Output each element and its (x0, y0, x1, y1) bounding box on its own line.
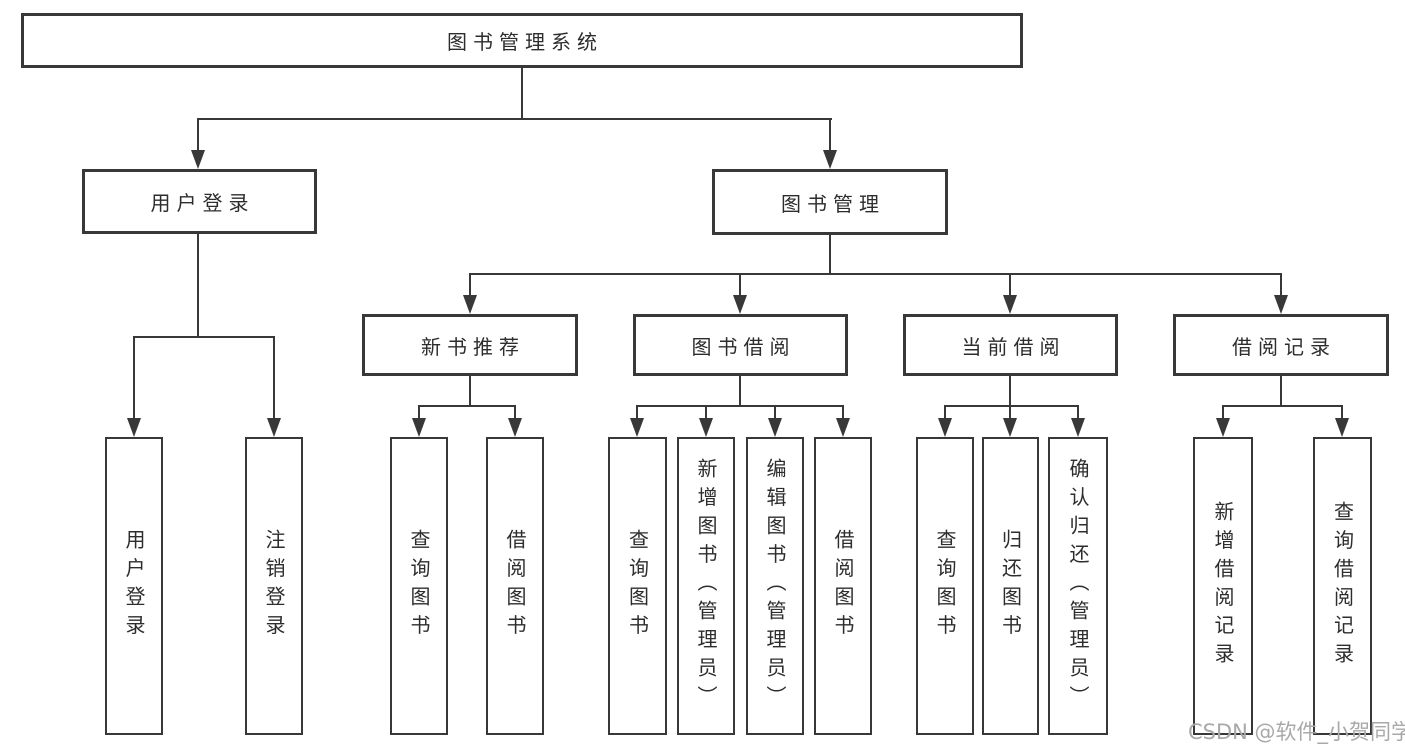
node-book-borrowing: 图书借阅 (633, 314, 848, 376)
leaf-logout: 注销登录 (245, 437, 303, 735)
leaf-label: 编辑图书（管理员） (763, 458, 787, 714)
leaf-label: 归还图书 (998, 529, 1023, 643)
connector-l3-stub-current (1009, 273, 1011, 296)
arrowhead-leaf (938, 418, 952, 437)
arrowhead-leaf (630, 418, 644, 437)
arrowhead-user-login (191, 150, 205, 169)
leaf-label: 新增图书（管理员） (694, 458, 718, 714)
leaf-label: 查询图书 (407, 529, 431, 643)
connector-l1-split (197, 118, 832, 120)
arrowhead-leaf (1071, 418, 1085, 437)
leaf-borrow-books: 借阅图书 (814, 437, 872, 735)
node-label: 图书管理 (781, 191, 885, 216)
connector-current-split (944, 405, 1079, 407)
arrowhead-logout-leaf (267, 418, 281, 437)
connector-leaf-stub (944, 405, 946, 419)
arrowhead-book-borrowing (733, 295, 747, 314)
arrowhead-leaf (768, 418, 782, 437)
connector-l1-right-stub (829, 118, 831, 151)
leaf-edit-books-admin: 编辑图书（管理员） (746, 437, 804, 735)
connector-l3-split (469, 273, 1282, 275)
arrowhead-new-book-recommendation (463, 295, 477, 314)
connector-leaf-stub (842, 405, 844, 419)
leaf-query-books-borrowing: 查询图书 (608, 437, 667, 735)
arrowhead-leaf (508, 418, 522, 437)
node-new-book-recommendation: 新书推荐 (362, 314, 578, 376)
connector-leaf-stub (774, 405, 776, 419)
leaf-label: 查询借阅记录 (1330, 500, 1355, 672)
node-label: 借阅记录 (1232, 334, 1336, 359)
connector-l3-stub-borrowing (739, 273, 741, 296)
leaf-add-books-admin: 新增图书（管理员） (677, 437, 735, 735)
arrowhead-leaf (836, 418, 850, 437)
connector-root-trunk (521, 68, 523, 118)
connector-login-trunk (197, 234, 199, 336)
node-label: 新书推荐 (421, 334, 525, 359)
connector-login-c2-stub (273, 336, 275, 419)
connector-leaf-stub (1077, 405, 1079, 419)
connector-mgmt-trunk (829, 235, 831, 273)
leaf-label: 用户登录 (122, 529, 146, 643)
leaf-add-borrow-record: 新增借阅记录 (1193, 437, 1253, 735)
arrowhead-leaf (412, 418, 426, 437)
leaf-query-borrow-record: 查询借阅记录 (1313, 437, 1372, 735)
connector-leaf-stub (1222, 405, 1224, 419)
arrowhead-leaf (1216, 418, 1230, 437)
leaf-label: 注销登录 (262, 529, 286, 643)
connector-borrowing-split (636, 405, 844, 407)
connector-leaf-stub (1009, 405, 1011, 419)
node-label: 图书借阅 (691, 334, 796, 359)
connector-leaf-stub (636, 405, 638, 419)
node-user-login: 用户登录 (82, 169, 317, 234)
arrowhead-leaf (1003, 418, 1017, 437)
leaf-query-books-recommend: 查询图书 (390, 437, 448, 735)
leaf-user-login: 用户登录 (105, 437, 163, 735)
connector-login-c1-stub (133, 336, 135, 419)
connector-leaf-stub (514, 405, 516, 419)
connector-current-trunk (1009, 376, 1011, 405)
connector-leaf-stub (418, 405, 420, 419)
leaf-label: 查询图书 (625, 529, 650, 643)
leaf-confirm-return-admin: 确认归还（管理员） (1048, 437, 1108, 735)
connector-records-split (1222, 405, 1343, 407)
node-book-management: 图书管理 (712, 169, 948, 235)
node-label: 用户登录 (150, 191, 255, 215)
connector-leaf-stub (1341, 405, 1343, 419)
arrowhead-leaf (1335, 418, 1349, 437)
watermark: CSDN @软件_小贺同学 (1188, 720, 1405, 744)
connector-recommend-trunk (469, 376, 471, 405)
connector-leaf-stub (705, 405, 707, 419)
leaf-return-books: 归还图书 (982, 437, 1039, 735)
arrowhead-current-borrowing (1003, 295, 1017, 314)
connector-l3-stub-recommend (469, 273, 471, 296)
leaf-label: 借阅图书 (831, 529, 855, 643)
arrowhead-borrowing-records (1274, 295, 1288, 314)
connector-l1-left-stub (197, 118, 199, 151)
node-label: 图书管理系统 (447, 30, 603, 54)
arrowhead-book-management (823, 150, 837, 169)
node-borrowing-records: 借阅记录 (1173, 314, 1389, 376)
leaf-borrow-books-recommend: 借阅图书 (486, 437, 544, 735)
leaf-label: 确认归还（管理员） (1066, 458, 1090, 714)
connector-records-trunk (1280, 376, 1282, 405)
leaf-label: 借阅图书 (503, 529, 527, 643)
leaf-query-books-current: 查询图书 (916, 437, 974, 735)
node-label: 当前借阅 (961, 334, 1066, 359)
connector-recommend-split (418, 405, 516, 407)
leaf-label: 查询图书 (933, 529, 957, 643)
connector-l3-stub-records (1280, 273, 1282, 296)
arrowhead-leaf (699, 418, 713, 437)
leaf-label: 新增借阅记录 (1211, 500, 1235, 672)
arrowhead-user-login-leaf (127, 418, 141, 437)
node-book-management-system: 图书管理系统 (21, 13, 1023, 68)
connector-borrowing-trunk (739, 376, 741, 405)
node-current-borrowing: 当前借阅 (903, 314, 1118, 376)
connector-login-split (133, 336, 275, 338)
